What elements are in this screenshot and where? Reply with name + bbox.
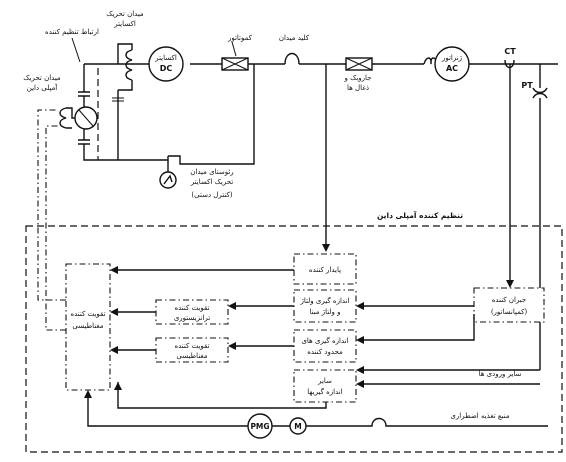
compensator-box <box>473 287 545 323</box>
rheostat-label-1: رئوستای میدان <box>190 168 233 176</box>
limiter-measurement-label-2: محدود کننده <box>307 348 343 356</box>
compensator-label-1: جبران کننده <box>492 296 527 304</box>
field-key-label: کلید میدان <box>279 34 310 42</box>
magnetic-amplifier-small-label-1: تقویت کننده <box>174 342 209 350</box>
pilot-exciter-field-label-2: آمپلی داین <box>27 83 59 92</box>
rheostat-arrow <box>163 174 173 185</box>
magnetic-amplifier-main-label-2: مغناطیسی <box>72 322 103 330</box>
motor-label: M <box>294 422 301 431</box>
voltage-measurement-label-2: و ولتاژ مبنا <box>309 308 340 316</box>
magnetic-amplifier-small-label-2: مغناطیسی <box>176 352 207 360</box>
stabilizer-box <box>293 253 357 285</box>
transistor-amplifier-label-1: تقویت کننده <box>174 304 209 312</box>
pilot-exciter-field-label-1: میدان تحریک <box>23 74 61 82</box>
transistor-amplifier-label-2: ترانزیستوری <box>174 314 210 322</box>
commutator-symbol <box>221 57 249 71</box>
pt-symbol <box>532 64 548 112</box>
voltage-measurement-label-1: اندازه گیری ولتاژ <box>300 296 350 305</box>
voltage-measurement-box <box>293 289 357 323</box>
slip-ring-symbol <box>345 57 373 71</box>
pmg-label: PMG <box>250 422 269 431</box>
other-measurement-label-2: اندازه گیریها <box>307 387 342 396</box>
limiter-measurement-box <box>293 329 357 363</box>
rheostat-label-2: تحریک اکسایتر <box>190 178 233 186</box>
emergency-supply-label: منبع تغذیه اضطراری <box>450 412 509 420</box>
commutator-label: کموتاتور <box>227 34 253 42</box>
slip-ring-label-2: ذغال ها <box>347 84 369 92</box>
exciter-dc-label-2: DC <box>160 64 173 73</box>
regulator-link-label: ارتباط تنظیم کننده <box>45 28 99 36</box>
generator-ac-label-2: AC <box>446 64 458 73</box>
ct-label: CT <box>504 47 516 56</box>
compensator-label-2: (کمپانساتور) <box>491 308 528 316</box>
exciter-dc-label-1: اکسایتر <box>154 54 177 62</box>
other-measurement-box <box>293 369 357 403</box>
rheostat-circle <box>159 171 177 189</box>
field-key-symbol <box>284 52 300 65</box>
pilot-exciter-field-coil <box>59 107 67 129</box>
regulator-frame <box>25 225 563 453</box>
pt-label: PT <box>521 81 533 90</box>
capacitor-upper <box>78 91 90 97</box>
other-inputs-label: سایر ورودی ها <box>479 370 522 378</box>
signal-flow-arrows <box>110 266 540 409</box>
capacitor-lower <box>78 139 90 150</box>
limiter-measurement-label-1: اندازه گیری های <box>301 336 348 345</box>
magnetic-amplifier-main-label-1: تقویت کننده <box>70 310 105 318</box>
exciter-field-coil <box>125 49 133 81</box>
manual-control-label: (کنترل دستی) <box>191 191 232 199</box>
emergency-supply-line <box>306 417 548 427</box>
generator-ac-label-1: ژنراتور <box>441 54 463 62</box>
exciter-field-label-1: میدان تحریک <box>106 10 144 18</box>
magnetic-amplifier-small-box <box>155 337 229 363</box>
generator-ac-circle <box>434 46 470 82</box>
pmg-feed-line <box>87 398 248 427</box>
regulator-output-line <box>37 109 66 301</box>
stabilizer-label: پایدار کننده <box>309 266 341 274</box>
other-measurement-label-1: سایر <box>317 377 332 385</box>
left-control-bus <box>83 63 255 165</box>
regulator-title: تنظیم کننده آمپلی داین <box>377 210 463 220</box>
exciter-field-label-2: اکسایتر <box>113 20 136 28</box>
slip-ring-label-1: جاروبک و <box>343 74 371 82</box>
